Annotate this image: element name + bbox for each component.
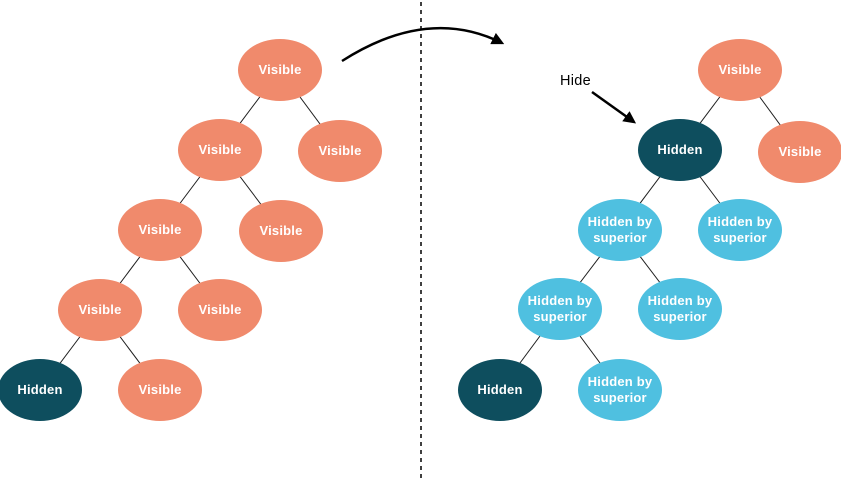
tree-node-visible: Visible xyxy=(298,120,382,182)
tree-node-visible: Visible xyxy=(239,200,323,262)
tree-node-hidden: Hidden xyxy=(0,359,82,421)
hide-pointer-arrow xyxy=(591,90,637,124)
tree-node-visible: Visible xyxy=(118,359,202,421)
tree-node-hidden-by-superior: Hidden by superior xyxy=(698,199,782,261)
hide-action-label: Hide xyxy=(560,73,592,89)
tree-node-hidden-by-superior: Hidden by superior xyxy=(578,359,662,421)
tree-node-visible: Visible xyxy=(178,279,262,341)
tree-node-visible: Visible xyxy=(758,121,841,183)
tree-node-visible: Visible xyxy=(118,199,202,261)
tree-node-hidden: Hidden xyxy=(638,119,722,181)
tree-node-visible: Visible xyxy=(178,119,262,181)
tree-node-hidden-by-superior: Hidden by superior xyxy=(518,278,602,340)
tree-node-hidden-by-superior: Hidden by superior xyxy=(578,199,662,261)
transform-arrow xyxy=(341,26,505,63)
tree-node-visible: Visible xyxy=(698,39,782,101)
tree-node-visible: Visible xyxy=(58,279,142,341)
tree-node-hidden-by-superior: Hidden by superior xyxy=(638,278,722,340)
tree-node-visible: Visible xyxy=(238,39,322,101)
tree-node-hidden: Hidden xyxy=(458,359,542,421)
